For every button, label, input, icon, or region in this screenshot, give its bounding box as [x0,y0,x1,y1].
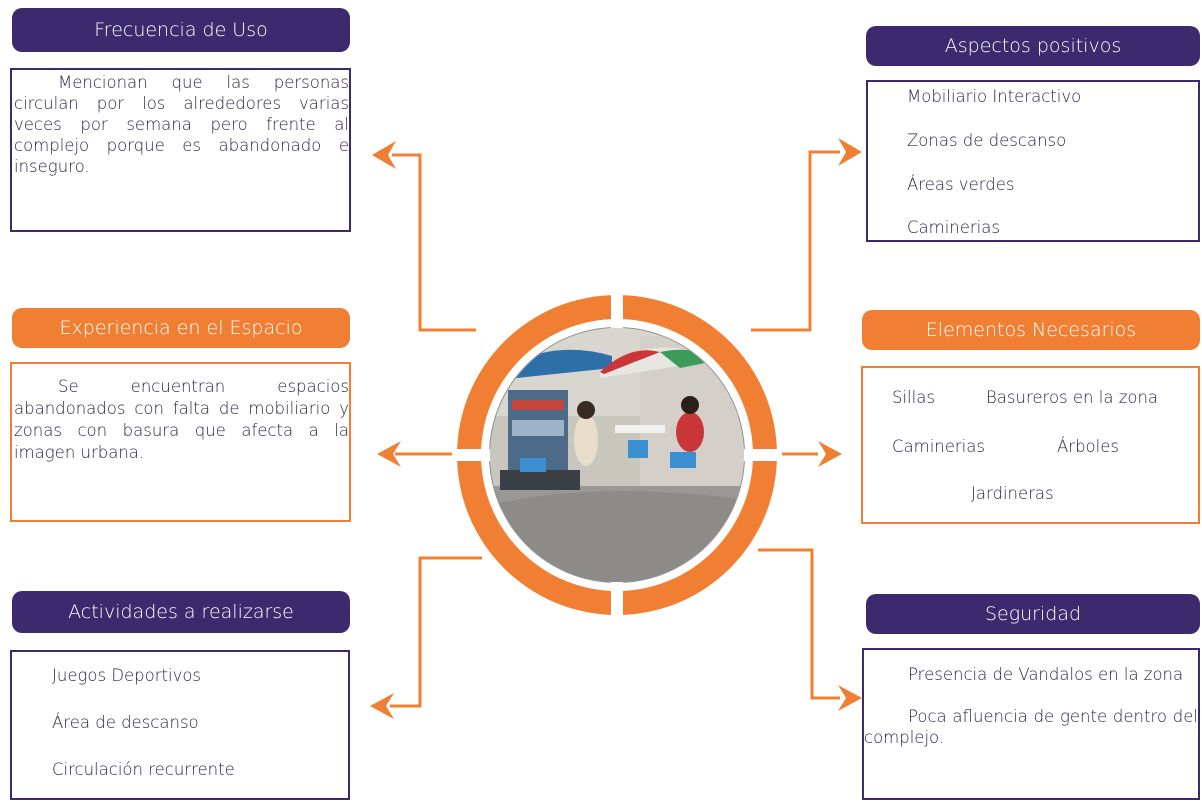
arrow-to-actividades [390,556,482,708]
positivos-item: Caminerias [907,218,1000,237]
seguridad-paragraph: Poca afluencia de gente dentro del compl… [864,707,1198,747]
necesarios-item: Árboles [1057,437,1119,456]
positivos-box: Mobiliario Interactivo Zonas de descanso… [866,80,1200,242]
arrow-to-positivos [751,150,840,332]
actividades-title: Actividades a realizarse [68,601,294,623]
necesarios-item: Sillas [892,388,935,407]
seguridad-paragraph: Presencia de Vandalos en la zona [908,665,1184,684]
positivos-item: Mobiliario Interactivo [907,87,1082,106]
seguridad-box: Presencia de Vandalos en la zona Poca af… [862,648,1200,800]
necesarios-title: Elementos Necesarios [925,319,1137,341]
positivos-item: Áreas verdes [907,175,1015,194]
necesarios-item: Caminerias [892,437,985,456]
seguridad-title: Seguridad [984,603,1082,625]
arrow-to-seguridad [758,548,840,700]
frecuencia-header: Frecuencia de Uso [12,8,350,52]
positivos-title: Aspectos positivos [944,35,1122,57]
experiencia-text: Se encuentran espacios abandonados con f… [14,377,349,462]
necesarios-box: Sillas Basureros en la zona Caminerias Á… [861,366,1200,524]
experiencia-box: Se encuentran espacios abandonados con f… [10,362,351,522]
necesarios-item: Basureros en la zona [986,388,1159,407]
frecuencia-text: Mencionan que las personas circulan por … [14,73,349,176]
experiencia-title: Experiencia en el Espacio [59,317,303,339]
seguridad-header: Seguridad [866,594,1200,634]
frecuencia-box: Mencionan que las personas circulan por … [10,68,351,232]
positivos-item: Zonas de descanso [907,131,1067,150]
experiencia-header: Experiencia en el Espacio [12,308,350,348]
actividades-item: Área de descanso [52,713,199,732]
actividades-box: Juegos Deportivos Área de descanso Circu… [10,650,350,800]
arrow-to-frecuencia [392,153,476,332]
necesarios-item: Jardineras [971,484,1054,503]
frecuencia-title: Frecuencia de Uso [94,19,268,41]
necesarios-header: Elementos Necesarios [862,310,1200,350]
actividades-item: Circulación recurrente [52,760,235,779]
positivos-header: Aspectos positivos [866,26,1200,66]
actividades-item: Juegos Deportivos [52,666,202,685]
actividades-header: Actividades a realizarse [12,591,350,633]
